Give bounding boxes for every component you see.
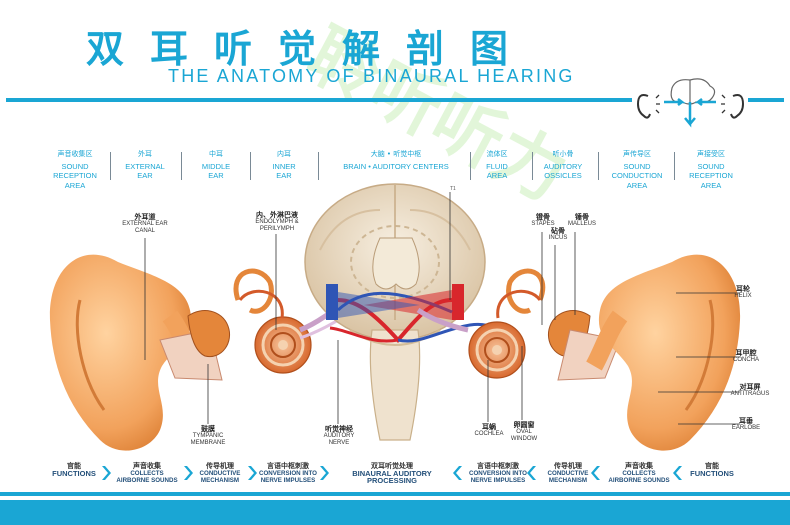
column-separator (470, 152, 471, 180)
column-separator (181, 152, 182, 180)
column-separator (318, 152, 319, 180)
arrow-down-icon (684, 102, 696, 128)
column-separator (110, 152, 111, 180)
binaural-logo-icon (636, 78, 745, 128)
label-t1: T1 (450, 186, 456, 192)
footer-divider (0, 492, 790, 496)
header-divider-right (748, 98, 784, 102)
ear-left-icon (636, 94, 651, 119)
page-title: 双耳听觉解剖图 (86, 27, 535, 71)
footer-band (0, 500, 790, 525)
ear-right-icon (730, 94, 745, 119)
column-separator (532, 152, 533, 180)
right-ear-shape (598, 254, 741, 451)
column-separator (674, 152, 675, 180)
column-separator (250, 152, 251, 180)
page-subtitle: THE ANATOMY OF BINAURAL HEARING (168, 66, 575, 86)
function-chevrons (102, 466, 682, 480)
left-ossicles (187, 310, 230, 358)
header-divider (6, 98, 632, 102)
column-separator (598, 152, 599, 180)
left-ear-shape (49, 254, 192, 451)
